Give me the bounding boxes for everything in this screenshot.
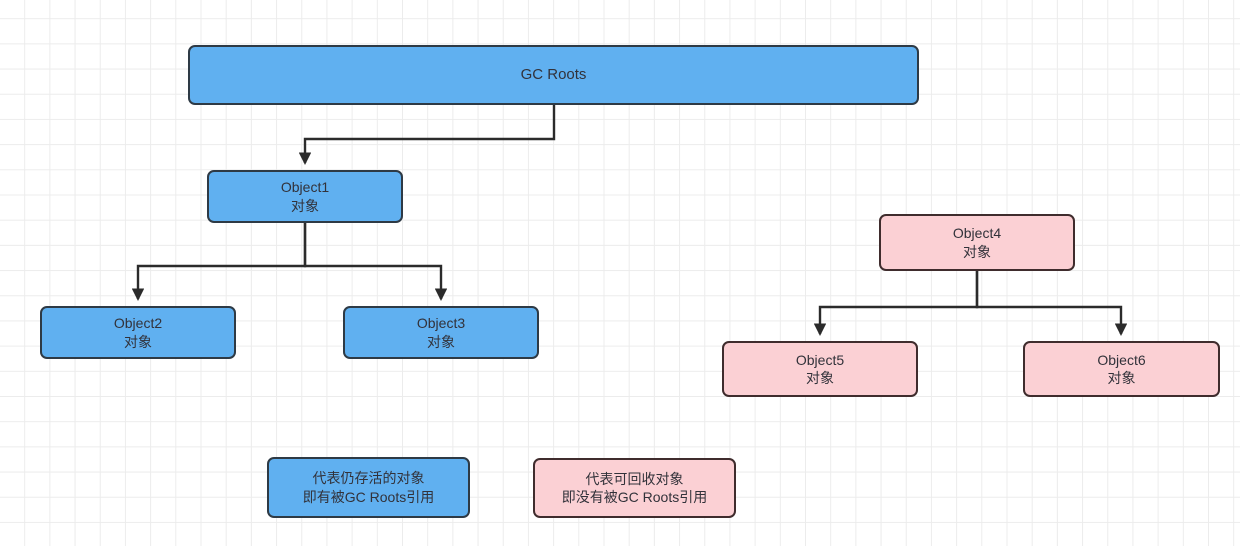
edge-object4-object6: [975, 271, 1128, 336]
node-sublabel: 对象: [291, 197, 319, 214]
node-sublabel: 对象: [427, 333, 455, 350]
node-label: Object6: [1097, 351, 1146, 368]
edge-gcroots-object1: [298, 105, 556, 165]
node-label: Object5: [795, 351, 845, 368]
node-object2[interactable]: Object2 对象: [40, 306, 236, 359]
legend-alive-line2: 即有被GC Roots引用: [302, 488, 435, 505]
node-sublabel: 对象: [963, 243, 991, 260]
node-object4[interactable]: Object4 对象: [879, 214, 1075, 271]
node-object6[interactable]: Object6 对象: [1023, 341, 1220, 397]
node-label: Object4: [952, 225, 1002, 242]
legend-garbage-line2: 即没有被GC Roots引用: [561, 489, 708, 505]
node-sublabel: 对象: [1107, 370, 1136, 386]
node-object3[interactable]: Object3 对象: [343, 306, 539, 359]
node-label: GC Roots: [520, 66, 587, 84]
node-sublabel: 对象: [806, 370, 834, 386]
legend-alive-line1: 代表仍存活的对象: [312, 470, 425, 487]
edge-object1-object3: [303, 223, 448, 301]
edge-object1-object2: [131, 223, 307, 301]
node-sublabel: 对象: [124, 333, 152, 350]
node-label: Object3: [416, 315, 466, 332]
legend-garbage-line1: 代表可回收对象: [585, 470, 684, 487]
node-gc-roots[interactable]: GC Roots: [188, 45, 919, 105]
node-object1[interactable]: Object1 对象: [207, 170, 403, 223]
node-object5[interactable]: Object5 对象: [722, 341, 918, 397]
node-label: Object2: [113, 315, 163, 332]
legend-garbage: 代表可回收对象 即没有被GC Roots引用: [533, 458, 736, 518]
node-label: Object1: [280, 179, 330, 196]
legend-alive: 代表仍存活的对象 即有被GC Roots引用: [267, 457, 470, 518]
edge-object4-object5: [813, 271, 979, 336]
